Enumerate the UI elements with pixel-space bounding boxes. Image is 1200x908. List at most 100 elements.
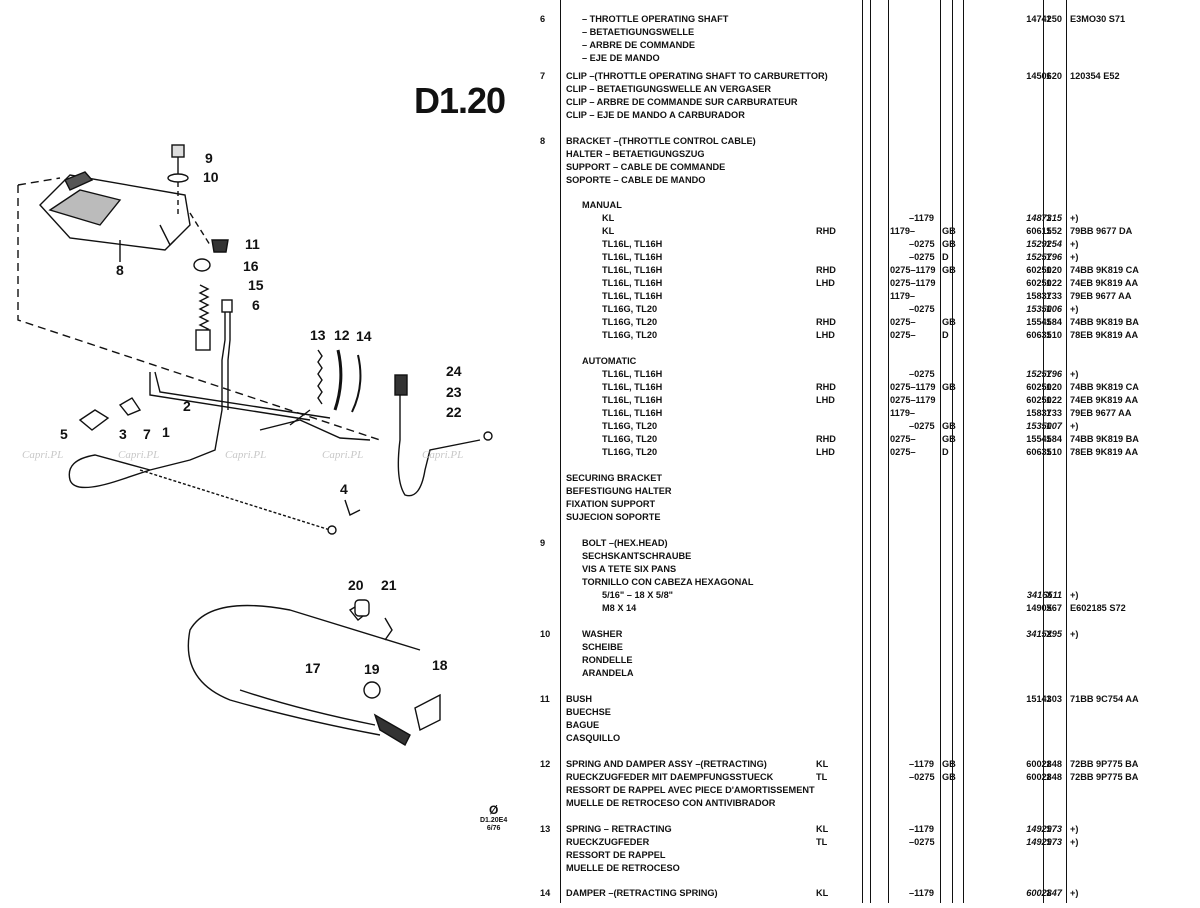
cell-date-from: 0275–1179	[890, 278, 936, 288]
cell-part-number: 6002848	[1026, 772, 1062, 782]
table-row: TORNILLO CON CABEZA HEXAGONAL	[540, 576, 1200, 589]
cell-description: TL16G, TL20	[602, 304, 658, 314]
cell-ref-number: 14	[540, 888, 551, 898]
drawing-date: 6/76	[486, 825, 501, 832]
callout-3: 3	[119, 426, 127, 442]
table-row: AUTOMATIC	[540, 355, 1200, 368]
callout-24: 24	[446, 363, 462, 379]
cell-part-number: 1492973	[1026, 824, 1062, 834]
cell-description: TL16L, TL16H	[602, 408, 663, 418]
cell-date-from: 0275–	[890, 330, 916, 340]
cell-engineering-number: 72BB 9P775 BA	[1070, 772, 1139, 782]
drawing-code: D1.20E4	[480, 817, 508, 824]
cell-quantity: X	[1046, 590, 1053, 600]
cell-quantity: 1	[1046, 304, 1052, 314]
cell-quantity: 1	[1046, 239, 1052, 249]
cell-description: MUELLE DE RETROCESO	[566, 863, 680, 873]
cell-description: TL16G, TL20	[602, 434, 658, 444]
cell-date-from: 1179–	[890, 291, 916, 301]
callout-15: 15	[248, 277, 264, 293]
cell-description: CASQUILLO	[566, 733, 621, 743]
cell-part-number: 1514303	[1026, 694, 1062, 704]
cell-description: SECURING BRACKET	[566, 473, 662, 483]
cell-ref-number: 7	[540, 71, 546, 81]
column-divider	[952, 0, 953, 903]
cell-ref-number: 13	[540, 824, 551, 834]
cell-engineering-number: 79BB 9677 DA	[1070, 226, 1133, 236]
table-row: HALTER – BETAETIGUNGSZUG	[540, 148, 1200, 161]
cell-market-code: D	[942, 330, 949, 340]
cell-quantity: 1	[1046, 694, 1052, 704]
callout-18: 18	[432, 657, 448, 673]
column-divider	[888, 0, 889, 903]
cell-engineering-number: 79EB 9677 AA	[1070, 291, 1132, 301]
table-row: FIXATION SUPPORT	[540, 498, 1200, 511]
table-row: MANUAL	[540, 199, 1200, 212]
callout-13: 13	[310, 327, 326, 343]
cell-side-code: KL	[816, 759, 829, 769]
column-divider	[862, 0, 863, 903]
callout-4: 4	[340, 481, 348, 497]
cell-description: VIS A TETE SIX PANS	[582, 564, 677, 574]
cell-market-code: GB	[942, 265, 956, 275]
cell-description: RUECKZUGFEDER MIT DAEMPFUNGSSTUECK	[566, 772, 774, 782]
cell-part-number: 1554584	[1026, 317, 1062, 327]
cell-description: BAGUE	[566, 720, 600, 730]
cell-engineering-number: +)	[1070, 837, 1079, 847]
cell-ref-number: 6	[540, 14, 546, 24]
cell-date-from: 1179–	[890, 408, 916, 418]
cell-description: TL16G, TL20	[602, 447, 658, 457]
cell-description: TORNILLO CON CABEZA HEXAGONAL	[582, 577, 754, 587]
cell-part-number: 1492973	[1026, 837, 1062, 847]
cell-market-code: GB	[942, 421, 956, 431]
cell-description: BUSH	[566, 694, 593, 704]
cell-market-code: GB	[942, 772, 956, 782]
cell-date-to: –1179	[909, 759, 935, 769]
cell-market-code: GB	[942, 382, 956, 392]
table-row: RONDELLE	[540, 654, 1200, 667]
cell-quantity: 1	[1046, 213, 1052, 223]
cell-date-from: 0275–1179	[890, 265, 936, 275]
cell-description: – ARBRE DE COMMANDE	[582, 40, 695, 50]
callout-10: 10	[203, 169, 219, 185]
table-row: VIS A TETE SIX PANS	[540, 563, 1200, 576]
cell-description: RUECKZUGFEDER	[566, 837, 650, 847]
cell-engineering-number: +)	[1070, 590, 1079, 600]
cell-quantity: X	[1046, 603, 1053, 613]
callout-21: 21	[381, 577, 397, 593]
cell-market-code: GB	[942, 226, 956, 236]
cell-description: – EJE DE MANDO	[582, 53, 660, 63]
callout-12: 12	[334, 327, 350, 343]
table-row: MUELLE DE RETROCESO CON ANTIVIBRADOR	[540, 797, 1200, 810]
cell-engineering-number: 74EB 9K819 AA	[1070, 278, 1139, 288]
column-divider	[560, 0, 561, 903]
cell-description: BOLT –(HEX.HEAD)	[582, 538, 668, 548]
cell-engineering-number: +)	[1070, 252, 1079, 262]
callout-22: 22	[446, 404, 462, 420]
cell-description: SOPORTE – CABLE DE MANDO	[566, 175, 706, 185]
cell-quantity: 1	[1046, 824, 1052, 834]
table-row: CASQUILLO	[540, 732, 1200, 745]
cell-part-number: 1474250	[1026, 14, 1062, 24]
table-row: MUELLE DE RETROCESO	[540, 862, 1200, 875]
table-row: RESSORT DE RAPPEL AVEC PIECE D'AMORTISSE…	[540, 784, 1200, 797]
cell-description: – THROTTLE OPERATING SHAFT	[582, 14, 729, 24]
cell-engineering-number: 120354 E52	[1070, 71, 1120, 81]
cell-date-to: –0275	[909, 369, 935, 379]
cell-side-code: LHD	[816, 395, 835, 405]
cell-engineering-number: +)	[1070, 421, 1079, 431]
cell-description: TL16G, TL20	[602, 330, 658, 340]
cell-quantity: 1	[1046, 369, 1052, 379]
